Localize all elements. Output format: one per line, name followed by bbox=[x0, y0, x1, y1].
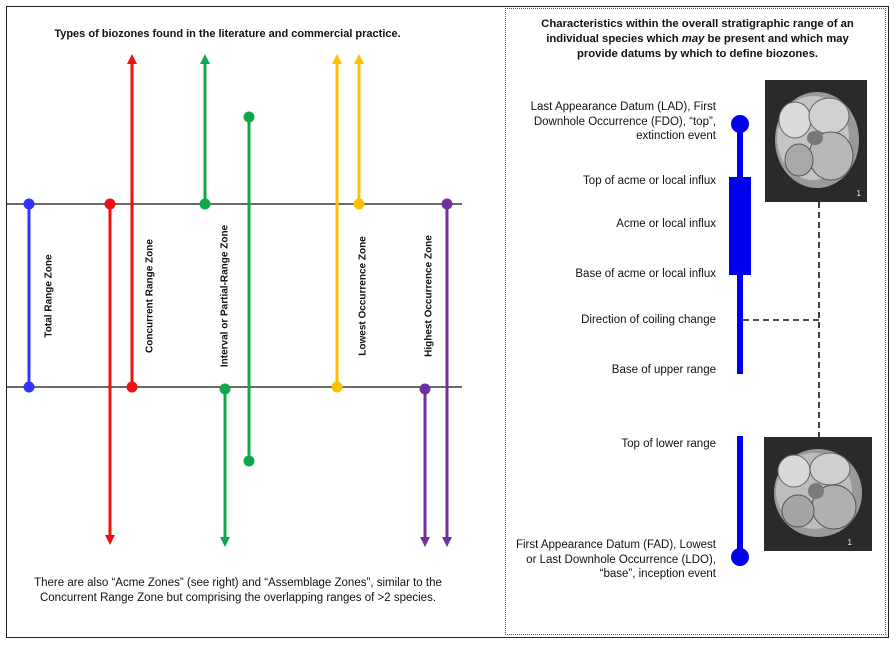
label-coiling-change: Direction of coiling change bbox=[581, 314, 716, 326]
label-base-upper-range: Base of upper range bbox=[611, 364, 716, 376]
zone-label-interval: Interval or Partial-Range Zone bbox=[219, 224, 231, 368]
highest-occ-dot-b bbox=[441, 198, 453, 210]
fossil-photo-lower: 1 bbox=[764, 437, 872, 551]
fossil-photo-upper: 1 bbox=[765, 80, 867, 202]
zone-label-lowest-occurrence: Lowest Occurrence Zone bbox=[357, 236, 369, 356]
total-range-base-dot bbox=[23, 381, 35, 393]
fossil-number-lower: 1 bbox=[847, 538, 852, 547]
zone-label-total-range: Total Range Zone bbox=[43, 254, 55, 338]
lowest-occ-dot-b bbox=[353, 198, 365, 210]
right-title: Characteristics within the overall strat… bbox=[525, 17, 870, 62]
fossil-number-upper: 1 bbox=[856, 189, 861, 198]
interval-range-dot-b-top bbox=[243, 111, 255, 123]
label-fad: First Appearance Datum (FAD), Lowest or … bbox=[515, 539, 716, 580]
label-top-lower-range: Top of lower range bbox=[621, 438, 716, 450]
zone-label-highest-occurrence: Highest Occurrence Zone bbox=[423, 235, 435, 357]
foraminifera-image-upper bbox=[765, 80, 867, 202]
fad-dot bbox=[731, 548, 749, 566]
label-base-acme: Base of acme or local influx bbox=[575, 268, 716, 280]
interval-range-dot-c bbox=[219, 383, 231, 395]
lowest-occ-dot-a bbox=[331, 381, 343, 393]
interval-range-dot-b-base bbox=[243, 455, 255, 467]
lad-dot bbox=[731, 115, 749, 133]
label-top-acme: Top of acme or local influx bbox=[583, 175, 716, 187]
right-panel bbox=[505, 8, 886, 635]
highest-occ-dot-a bbox=[419, 383, 431, 395]
right-title-emphasis: may bbox=[681, 33, 705, 45]
concurrent-range-dot-a bbox=[104, 198, 116, 210]
label-acme: Acme or local influx bbox=[616, 218, 716, 230]
zone-label-concurrent-range: Concurrent Range Zone bbox=[144, 239, 156, 353]
right-title-part1: Characteristics within the overall strat… bbox=[541, 18, 854, 45]
concurrent-range-dot-b bbox=[126, 381, 138, 393]
acme-bar bbox=[729, 177, 751, 275]
foraminifera-image-lower bbox=[764, 437, 872, 551]
total-range-top-dot bbox=[23, 198, 35, 210]
label-lad: Last Appearance Datum (LAD), First Downh… bbox=[530, 101, 716, 142]
right-title-part2: be present and which may provide datums … bbox=[576, 33, 849, 60]
left-title: Types of biozones found in the literatur… bbox=[54, 28, 401, 40]
footnote: There are also “Acme Zones” (see right) … bbox=[34, 577, 442, 604]
interval-range-dot-a bbox=[199, 198, 211, 210]
figure-frame bbox=[6, 6, 889, 638]
